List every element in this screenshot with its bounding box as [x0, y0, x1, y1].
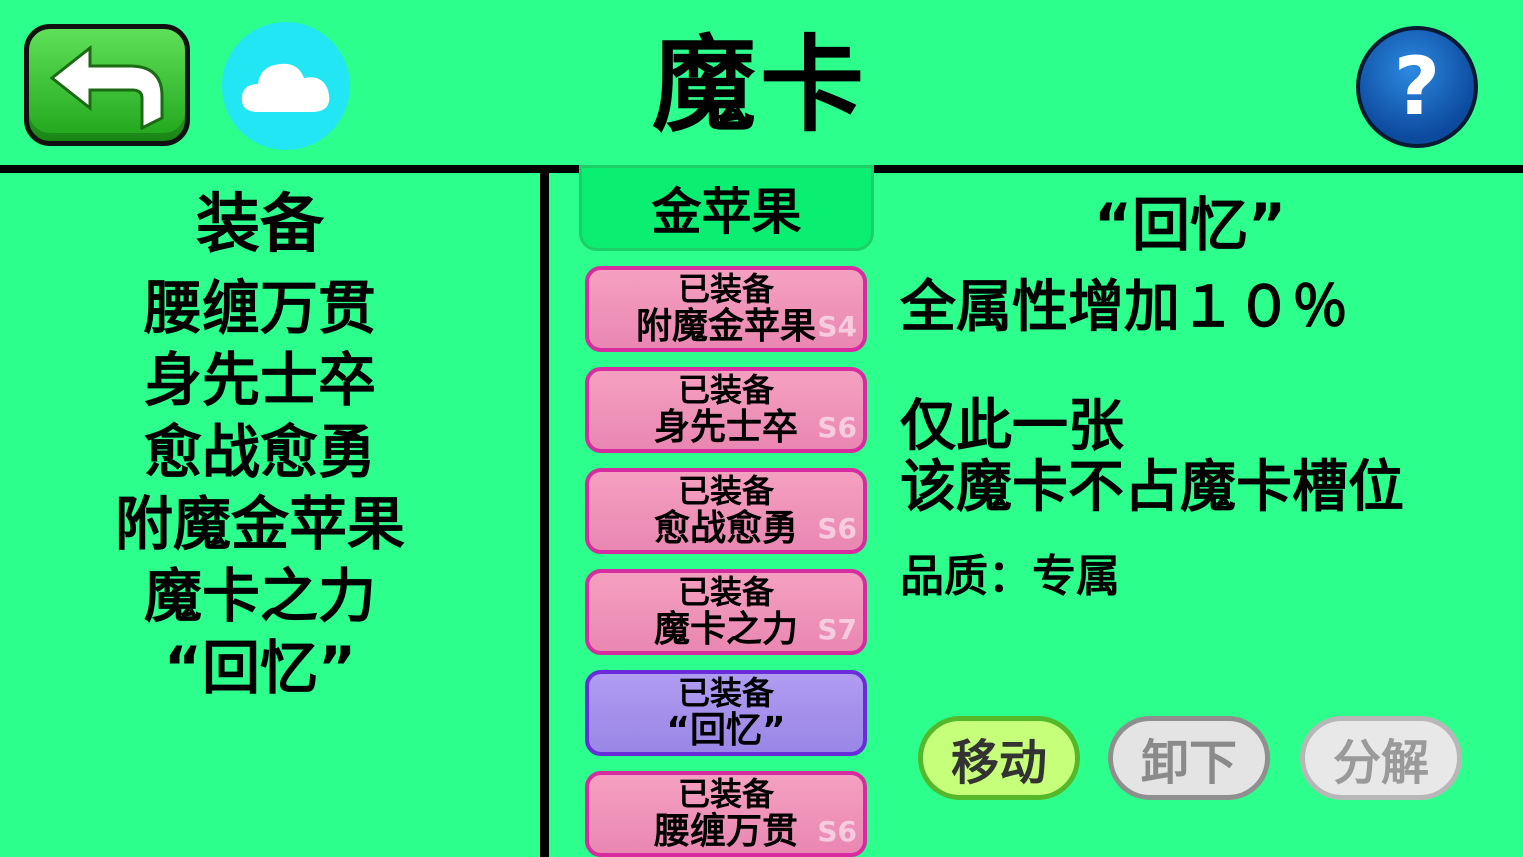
card-name: “回忆”: [666, 710, 786, 751]
detail-unique-note: 仅此一张: [900, 394, 1124, 459]
card-level: S6: [817, 512, 857, 545]
card-level: S4: [817, 310, 857, 343]
cloud-save-button[interactable]: [222, 22, 350, 150]
detail-title: “回忆”: [1093, 191, 1287, 259]
detail-slot-note: 该魔卡不占魔卡槽位: [900, 455, 1404, 520]
equipped-item: 身先士卒: [143, 346, 376, 414]
card-status: 已装备: [677, 674, 774, 712]
card-item[interactable]: 已装备 腰缠万贯 S6: [585, 771, 867, 857]
move-button[interactable]: 移动: [918, 716, 1080, 800]
card-status: 已装备: [677, 775, 774, 813]
question-icon: ?: [1393, 40, 1441, 133]
card-level: S6: [817, 411, 857, 444]
card-status: 已装备: [677, 270, 774, 308]
back-button[interactable]: [24, 24, 190, 146]
equipped-item: 愈战愈勇: [143, 418, 376, 486]
card-level: S7: [817, 613, 857, 646]
back-arrow-icon: [49, 44, 164, 130]
card-status: 已装备: [677, 371, 774, 409]
card-name: 身先士卒: [653, 407, 798, 448]
dismantle-button[interactable]: 分解: [1300, 716, 1462, 800]
card-item[interactable]: 已装备 魔卡之力 S7: [585, 569, 867, 655]
card-name: 愈战愈勇: [653, 508, 798, 549]
tab-golden-apple[interactable]: 金苹果: [579, 165, 874, 251]
equipped-heading: 装备: [196, 188, 324, 262]
equipped-item: 魔卡之力: [143, 562, 376, 630]
card-item[interactable]: 已装备 附魔金苹果 S4: [585, 266, 867, 352]
equipped-item: 腰缠万贯: [143, 274, 376, 342]
card-status: 已装备: [677, 573, 774, 611]
card-status: 已装备: [677, 472, 774, 510]
unequip-button[interactable]: 卸下: [1108, 716, 1270, 800]
detail-effect: 全属性增加１０％: [900, 275, 1348, 340]
panel-divider: [540, 173, 549, 857]
equipped-list: 腰缠万贯 身先士卒 愈战愈勇 附魔金苹果 魔卡之力 “回忆”: [60, 272, 460, 704]
card-name: 魔卡之力: [653, 609, 798, 650]
card-name: 腰缠万贯: [653, 811, 798, 852]
card-item[interactable]: 已装备 愈战愈勇 S6: [585, 468, 867, 554]
equipped-item: “回忆”: [163, 634, 357, 702]
card-name: 附魔金苹果: [635, 306, 816, 347]
cloud-icon: [241, 63, 330, 112]
card-level: S6: [817, 815, 857, 848]
equipped-item: 附魔金苹果: [114, 490, 405, 558]
card-item[interactable]: 已装备 身先士卒 S6: [585, 367, 867, 453]
page-title: 魔卡: [651, 24, 868, 146]
help-button[interactable]: ?: [1356, 26, 1478, 148]
card-item-selected[interactable]: 已装备 “回忆”: [585, 670, 867, 756]
detail-quality: 品质：专属: [900, 551, 1120, 602]
